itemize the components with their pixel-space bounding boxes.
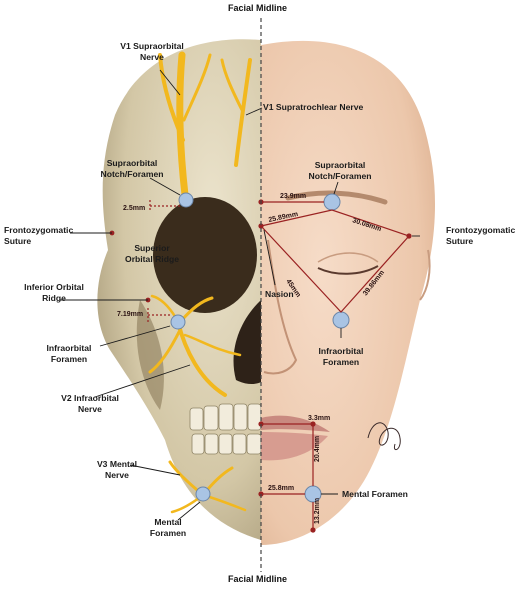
measure-lip-mental: 20.4mm [314, 436, 321, 462]
label-inferior-orbital-ridge: Inferior Orbital Ridge [14, 282, 94, 303]
infraorbital-foramen-skull [171, 315, 185, 329]
label-v2-infraorbital-nerve: V2 Infraorbital Nerve [50, 393, 130, 414]
measure-lip-offset: 3.3mm [308, 415, 330, 422]
label-mental-foramen-right: Mental Foramen [342, 489, 408, 500]
label-v1-supraorbital-nerve: V1 Supraorbital Nerve [112, 41, 192, 62]
label-supraorbital-notch-right: Supraorbital Notch/Foramen [300, 160, 380, 181]
measure-supraorbital-height: 2.5mm [123, 205, 145, 212]
label-nasion: Nasion [265, 289, 294, 300]
label-mental-foramen-left: Mental Foramen [138, 517, 198, 538]
label-infraorbital-foramen-right: Infraorbital Foramen [301, 346, 381, 367]
mental-foramen-skull [196, 487, 210, 501]
top-title: Facial Midline [228, 3, 287, 13]
teeth [190, 404, 261, 454]
label-infraorbital-foramen-left: Infraorbital Foramen [34, 343, 104, 364]
supraorbital-foramen-skull [179, 193, 193, 207]
label-v3-mental-nerve: V3 Mental Nerve [82, 459, 152, 480]
measure-supraorbital-midline: 23.9mm [280, 193, 306, 200]
measure-mental-chin: 13.2mm [314, 498, 321, 524]
label-frontozygomatic-left: Frontozygomatic Suture [4, 225, 73, 246]
supraorbital-foramen-face [324, 194, 340, 210]
infraorbital-foramen-face [333, 312, 349, 328]
measure-mental-midline: 25.8mm [268, 485, 294, 492]
label-superior-orbital-ridge: Superior Orbital Ridge [112, 243, 192, 264]
bottom-title: Facial Midline [228, 574, 287, 584]
measure-infraorbital-height: 7.19mm [117, 311, 143, 318]
label-v1-supratrochlear-nerve: V1 Supratrochlear Nerve [263, 102, 363, 113]
label-supraorbital-notch-left: Supraorbital Notch/Foramen [92, 158, 172, 179]
label-frontozygomatic-right: Frontozygomatic Suture [446, 225, 515, 246]
